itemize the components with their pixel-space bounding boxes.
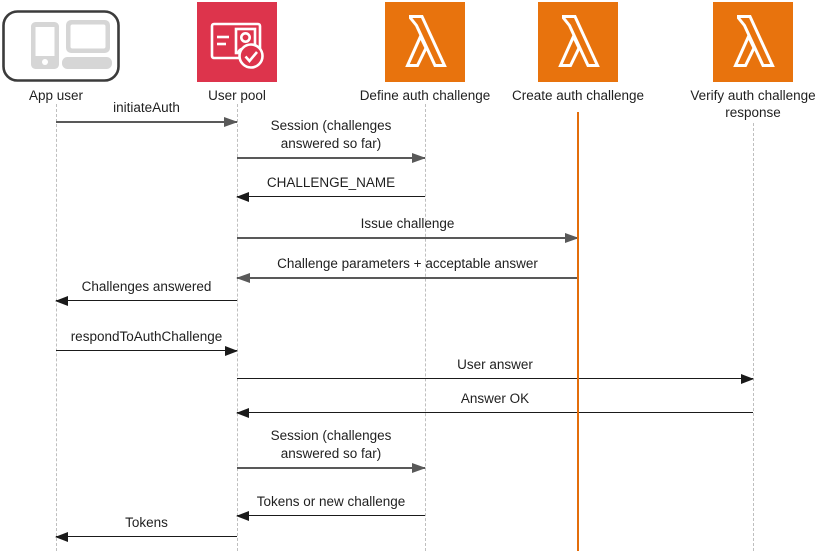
lifeline-verify-auth-challenge-response — [752, 123, 754, 551]
message-label: initiateAuth — [113, 100, 180, 115]
actor-label: Define auth challenge — [359, 88, 491, 103]
message-arrowhead — [412, 462, 426, 473]
message-arrow-line — [237, 237, 578, 239]
message-arrowhead — [55, 532, 68, 542]
message-label: Issue challenge — [360, 216, 455, 231]
actor-label: Verify auth challenge response — [690, 88, 816, 120]
actor-app-user: App user — [0, 0, 141, 104]
message-arrow-line — [56, 121, 237, 123]
lifeline-user-pool — [236, 104, 238, 551]
message-arrow-line — [237, 196, 425, 197]
actor-define-auth-challenge: Define auth challenge — [340, 0, 510, 104]
actor-icon — [385, 0, 465, 82]
message-label: respondToAuthChallenge — [70, 329, 223, 344]
message-arrow-line — [237, 277, 578, 279]
message-label: User answer — [457, 357, 533, 372]
message-arrowhead — [225, 346, 238, 356]
actor-create-auth-challenge: Create auth challenge — [493, 0, 663, 104]
message-arrowhead — [55, 296, 68, 306]
actor-icon — [2, 0, 120, 82]
message-label: Session (challenges answered so far) — [270, 118, 392, 151]
message-label: Challenges answered — [81, 279, 212, 294]
message-arrowhead — [236, 192, 249, 202]
actor-icon — [713, 0, 793, 82]
lifeline-define-auth-challenge — [424, 104, 426, 551]
lambda-icon — [713, 2, 793, 82]
message-arrow-line — [237, 412, 753, 413]
message-arrowhead — [236, 272, 250, 283]
message-label: Tokens or new challenge — [256, 494, 406, 509]
message-arrow-line — [56, 350, 237, 351]
message-arrow-line — [56, 536, 237, 537]
actor-label: User pool — [208, 88, 266, 103]
actor-label: Create auth challenge — [511, 88, 645, 103]
lambda-icon — [538, 2, 618, 82]
actor-icon — [538, 0, 618, 82]
actor-user-pool: User pool — [152, 0, 322, 104]
user-pool-icon — [197, 2, 277, 82]
lambda-icon — [385, 2, 465, 82]
actor-verify-auth-challenge-response: Verify auth challenge response — [668, 0, 837, 121]
message-arrow-line — [237, 515, 425, 516]
actor-label: App user — [28, 88, 84, 103]
message-arrow-line — [56, 300, 237, 301]
lifeline-create-auth-challenge — [577, 112, 579, 551]
message-arrow-line — [237, 378, 753, 379]
message-label: Session (challenges answered so far) — [270, 428, 392, 461]
message-arrow-line — [237, 467, 425, 469]
message-arrowhead — [236, 511, 249, 521]
message-arrow-line — [237, 157, 425, 159]
devices-icon — [2, 10, 120, 82]
message-label: CHALLENGE_NAME — [266, 175, 396, 190]
message-arrowhead — [224, 116, 238, 127]
message-label: Tokens — [125, 515, 168, 530]
lifeline-app-user — [55, 104, 57, 551]
message-arrowhead — [565, 232, 579, 243]
message-arrowhead — [741, 374, 754, 384]
message-label: Answer OK — [460, 391, 530, 406]
message-arrowhead — [412, 152, 426, 163]
message-arrowhead — [236, 408, 249, 418]
actor-icon — [197, 0, 277, 82]
message-label: Challenge parameters + acceptable answer — [277, 256, 538, 271]
